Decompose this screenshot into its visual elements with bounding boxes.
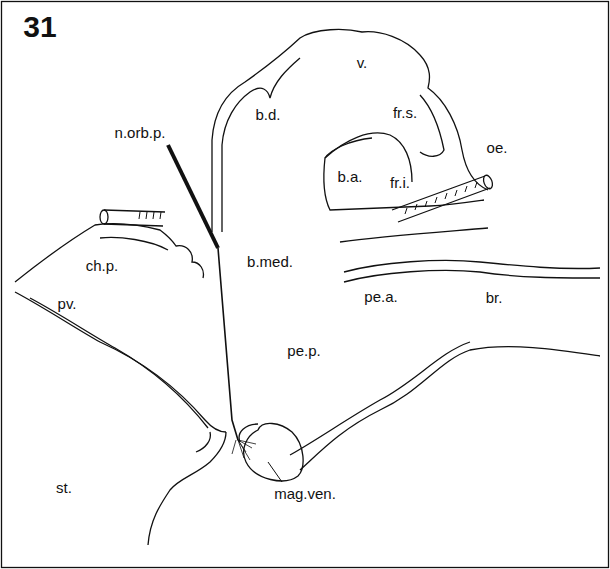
magnocellular-lobe [244, 423, 303, 480]
br-inner [344, 270, 600, 282]
left-lobe-top [15, 224, 203, 282]
part-label: n.orb.p. [115, 125, 166, 142]
left-lobe-inner2 [30, 298, 208, 428]
stalk-inner [196, 432, 210, 452]
sub-outline [300, 347, 600, 470]
part-label: b.med. [247, 254, 293, 271]
left-lobe-bottom [15, 292, 226, 432]
leader-line [268, 462, 282, 482]
part-label: fr.s. [393, 105, 417, 122]
stalk [148, 432, 226, 545]
part-label: st. [56, 480, 72, 497]
part-label: pe.a. [364, 289, 397, 306]
part-label: mag.ven. [274, 486, 336, 503]
figure-number: 31 [23, 10, 56, 43]
oe-lower-edge [340, 228, 488, 242]
part-label: ch.p. [86, 258, 119, 275]
brain-outline [212, 30, 488, 232]
part-label: v. [357, 55, 368, 72]
oesophagus-left [104, 210, 165, 226]
part-label: b.a. [337, 169, 362, 186]
br-upper [344, 260, 600, 272]
sub-inner [290, 342, 470, 455]
brain-inner [222, 58, 300, 232]
mag-inner [239, 424, 258, 442]
part-label: oe. [487, 140, 508, 157]
lobe-fold [420, 95, 444, 156]
nerve [168, 145, 218, 248]
part-label: pv. [58, 296, 77, 313]
part-label: br. [486, 290, 503, 307]
part-label: b.d. [255, 107, 280, 124]
basal-lobe-inner [325, 138, 372, 158]
part-label: fr.i. [390, 175, 410, 192]
part-label: pe.p. [287, 343, 320, 360]
left-lobe-inner [100, 238, 168, 251]
